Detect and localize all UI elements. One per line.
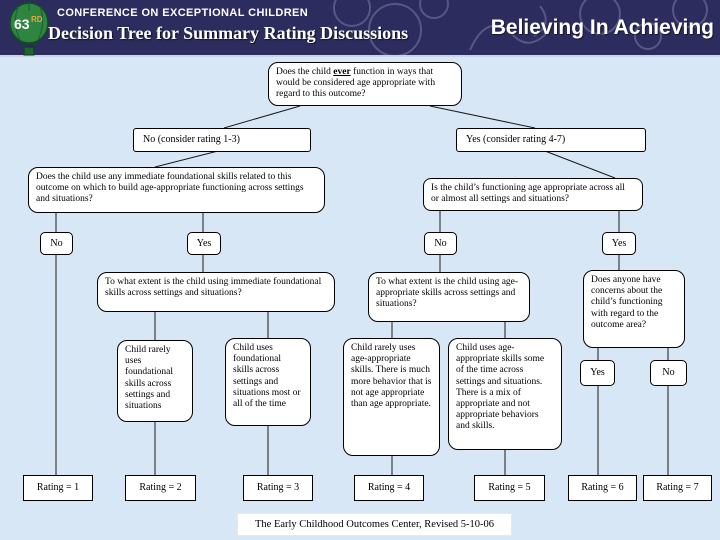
credit-text: The Early Childhood Outcomes Center, Rev… <box>255 519 494 530</box>
root-question-pre: Does the child <box>276 67 334 77</box>
node-no-1: No <box>40 232 73 255</box>
node-question-concerns: Does anyone have concerns about the chil… <box>583 270 685 348</box>
conference-name: CONFERENCE ON EXCEPTIONAL CHILDREN <box>57 7 309 19</box>
node-rating-3: Rating = 3 <box>243 475 313 501</box>
logo-number: 63 <box>14 16 30 32</box>
node-yes-1: Yes <box>187 232 221 255</box>
node-branch-no: No (consider rating 1-3) <box>133 128 311 152</box>
node-rating-4: Rating = 4 <box>354 475 424 501</box>
node-description-rating-5: Child uses age-appropriate skills some o… <box>448 338 562 450</box>
slide-title: Decision Tree for Summary Rating Discuss… <box>48 23 409 43</box>
node-description-rating-4: Child rarely uses age-appropriate skills… <box>343 338 440 456</box>
node-rating-6: Rating = 6 <box>568 475 637 501</box>
node-no-2: No <box>424 232 457 255</box>
root-question-post: function in ways that would be considere… <box>276 67 436 100</box>
logo-ordinal: RD <box>31 15 43 24</box>
node-rating-7: Rating = 7 <box>643 475 712 501</box>
tagline: Believing In Achieving <box>490 16 714 39</box>
node-rating-1: Rating = 1 <box>23 475 93 501</box>
node-description-rating-2: Child rarely uses foundational skills ac… <box>117 340 193 422</box>
node-question-extent-foundational: To what extent is the child using immedi… <box>97 272 335 312</box>
slide-header: 63 RD CONFERENCE ON EXCEPTIONAL CHILDREN… <box>0 0 720 57</box>
node-branch-yes: Yes (consider rating 4-7) <box>456 128 646 152</box>
node-root-question: Does the child ever function in ways tha… <box>268 62 462 106</box>
root-question-emphasis: ever <box>333 67 351 77</box>
decorative-swirls-graphic <box>333 0 708 55</box>
credit-box: The Early Childhood Outcomes Center, Rev… <box>237 513 512 536</box>
node-question-extent-age-appropriate: To what extent is the child using age-ap… <box>368 272 530 322</box>
node-rating-2: Rating = 2 <box>125 475 196 501</box>
node-no-3: No <box>650 360 687 386</box>
node-yes-3: Yes <box>580 360 615 386</box>
node-question-foundational-skills: Does the child use any immediate foundat… <box>28 167 325 213</box>
conference-balloon-logo: 63 RD <box>9 2 49 56</box>
node-rating-5: Rating = 5 <box>474 475 545 501</box>
node-question-age-appropriate: Is the child’s functioning age appropria… <box>423 178 643 211</box>
node-yes-2: Yes <box>602 232 636 255</box>
node-description-rating-3: Child uses foundational skills across se… <box>225 338 311 426</box>
